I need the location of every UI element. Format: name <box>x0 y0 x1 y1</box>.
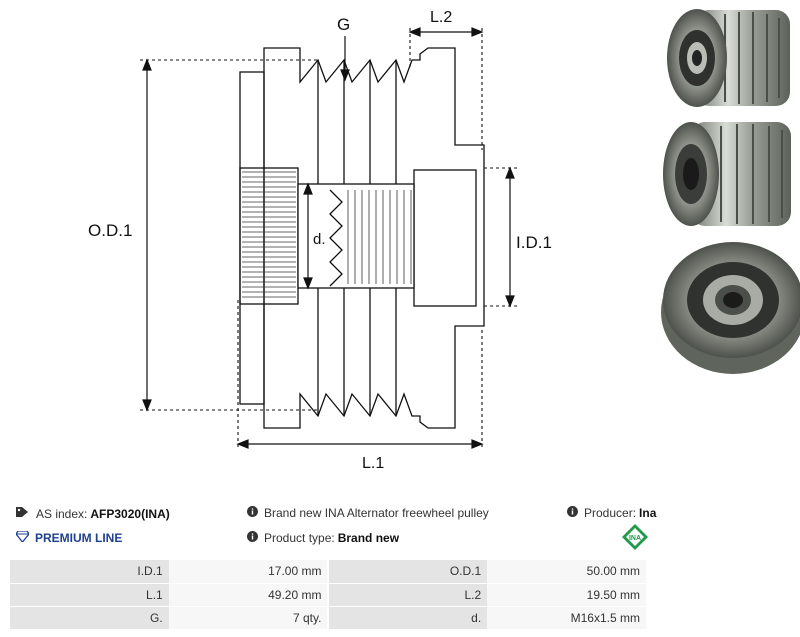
thread-hatching <box>347 190 412 284</box>
info-icon <box>567 506 578 520</box>
as-index-value: AFP3020(INA) <box>90 506 170 521</box>
table-row: G. 7 qty. d. M16x1.5 mm <box>10 606 648 630</box>
product-type-label: Product type: <box>264 531 335 545</box>
info-icon <box>247 506 258 520</box>
description-row: Brand new INA Alternator freewheel pulle… <box>247 506 489 520</box>
ina-logo: INA <box>622 524 648 550</box>
spec-key: L.1 <box>10 583 169 607</box>
spec-key: L.2 <box>328 583 488 607</box>
product-photo-side-2 <box>663 122 791 226</box>
pulley-technical-drawing: G L.2 O.D.1 d. I.D.1 L.1 <box>88 9 552 472</box>
product-type-row: Product type: Brand new <box>247 531 399 545</box>
product-photo-side-1 <box>667 9 790 107</box>
product-type-value: Brand new <box>337 531 400 545</box>
svg-text:INA: INA <box>629 535 641 542</box>
spec-value: 49.20 mm <box>168 583 330 607</box>
producer-value: Ina <box>639 506 657 520</box>
product-photo-front <box>661 242 800 374</box>
table-row: I.D.1 17.00 mm O.D.1 50.00 mm <box>10 560 648 584</box>
spec-value: 7 qty. <box>168 606 330 630</box>
label-d: d. <box>313 231 326 248</box>
right-hub <box>413 169 477 307</box>
specs-table: I.D.1 17.00 mm O.D.1 50.00 mm L.1 49.20 … <box>10 560 648 630</box>
spec-key: d. <box>328 606 488 630</box>
spec-value: 19.50 mm <box>487 583 648 607</box>
spec-key: G. <box>10 606 169 630</box>
producer-label: Producer: <box>584 506 637 520</box>
spec-key: O.D.1 <box>328 560 488 584</box>
table-row: L.1 49.20 mm L.2 19.50 mm <box>10 583 648 607</box>
info-icon <box>247 531 258 545</box>
label-id1: I.D.1 <box>516 233 552 252</box>
product-photos <box>661 9 800 374</box>
spec-key: I.D.1 <box>10 560 169 584</box>
producer-row: Producer: Ina <box>567 506 656 520</box>
as-index-row: AS index: AFP3020(INA) <box>16 506 170 521</box>
spec-value: 17.00 mm <box>168 560 330 584</box>
spec-value: 50.00 mm <box>487 560 648 584</box>
as-index-label: AS index: <box>36 506 88 521</box>
inner-bore <box>297 183 415 289</box>
spline-hatching <box>242 171 296 298</box>
thread-profile <box>329 189 343 287</box>
label-l2: L.2 <box>430 9 452 26</box>
premium-line-row: PREMIUM LINE <box>15 530 123 545</box>
left-flange <box>239 71 265 405</box>
label-g: G <box>337 15 350 34</box>
label-l1: L.1 <box>362 455 384 472</box>
tag-icon <box>16 506 30 521</box>
premium-line-label: PREMIUM LINE <box>35 531 123 545</box>
spline-hub <box>239 167 299 305</box>
product-description: Brand new INA Alternator freewheel pulle… <box>264 506 489 520</box>
label-od1: O.D.1 <box>88 221 132 240</box>
spec-value: M16x1.5 mm <box>487 606 648 630</box>
diamond-icon <box>15 530 30 545</box>
